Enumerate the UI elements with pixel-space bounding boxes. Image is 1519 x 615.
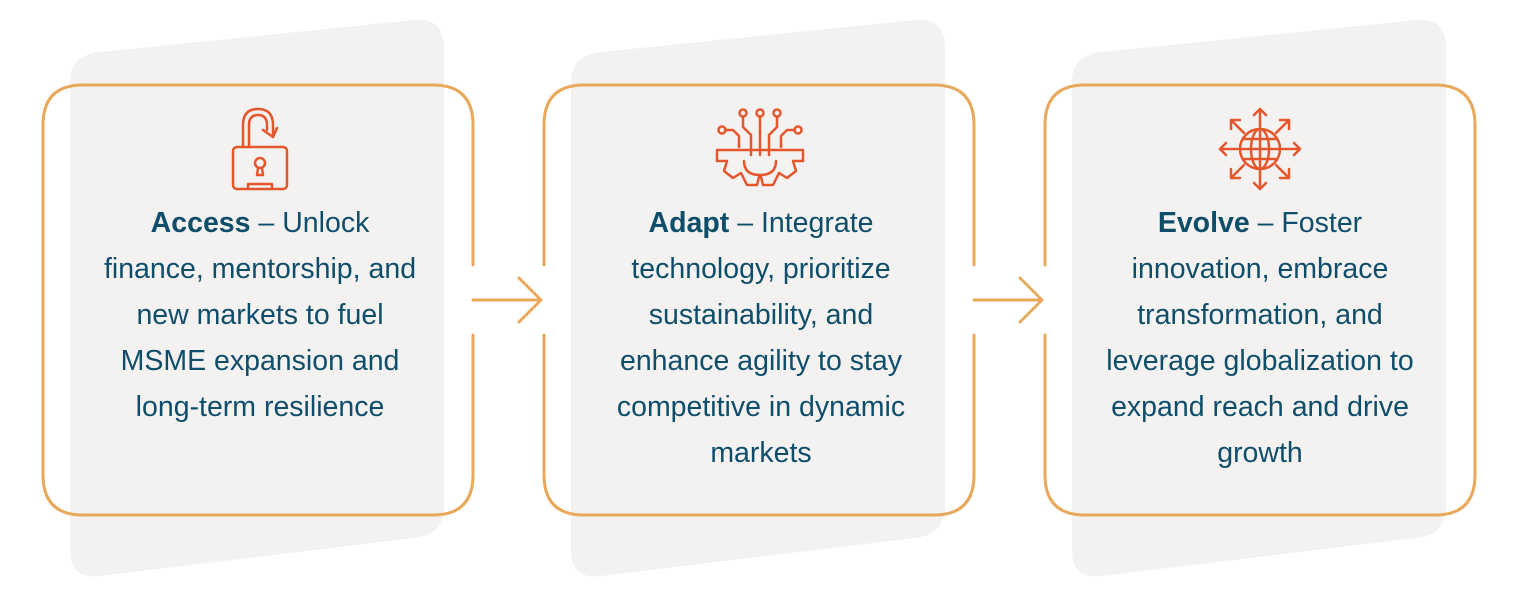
card-evolve-title: Evolve [1157,207,1250,239]
card-access-title: Access [150,207,251,239]
card-access-text: Access – Unlock finance, mentorship, and… [100,200,420,430]
frame-2 [542,83,976,517]
card-background-2 [571,20,945,577]
card-background-1 [70,20,444,577]
unlocked-padlock-icon [231,107,289,191]
card-adapt-text: Adapt – Integrate technology, prioritize… [601,200,921,476]
frame-1 [41,83,475,517]
card-evolve-description: – Foster innovation, embrace transformat… [1106,207,1414,469]
card-evolve-text: Evolve – Foster innovation, embrace tran… [1100,200,1420,476]
arrow-2 [972,276,1044,324]
globe-arrows-icon [1218,107,1302,191]
card-adapt-title: Adapt [648,207,730,239]
gear-circuit-icon [715,108,805,187]
card-access-description: – Unlock finance, mentorship, and new ma… [103,207,417,423]
card-adapt-description: – Integrate technology, prioritize susta… [616,207,906,469]
arrow-1 [471,276,543,324]
frame-3 [1043,83,1477,517]
card-background-3 [1072,20,1446,577]
